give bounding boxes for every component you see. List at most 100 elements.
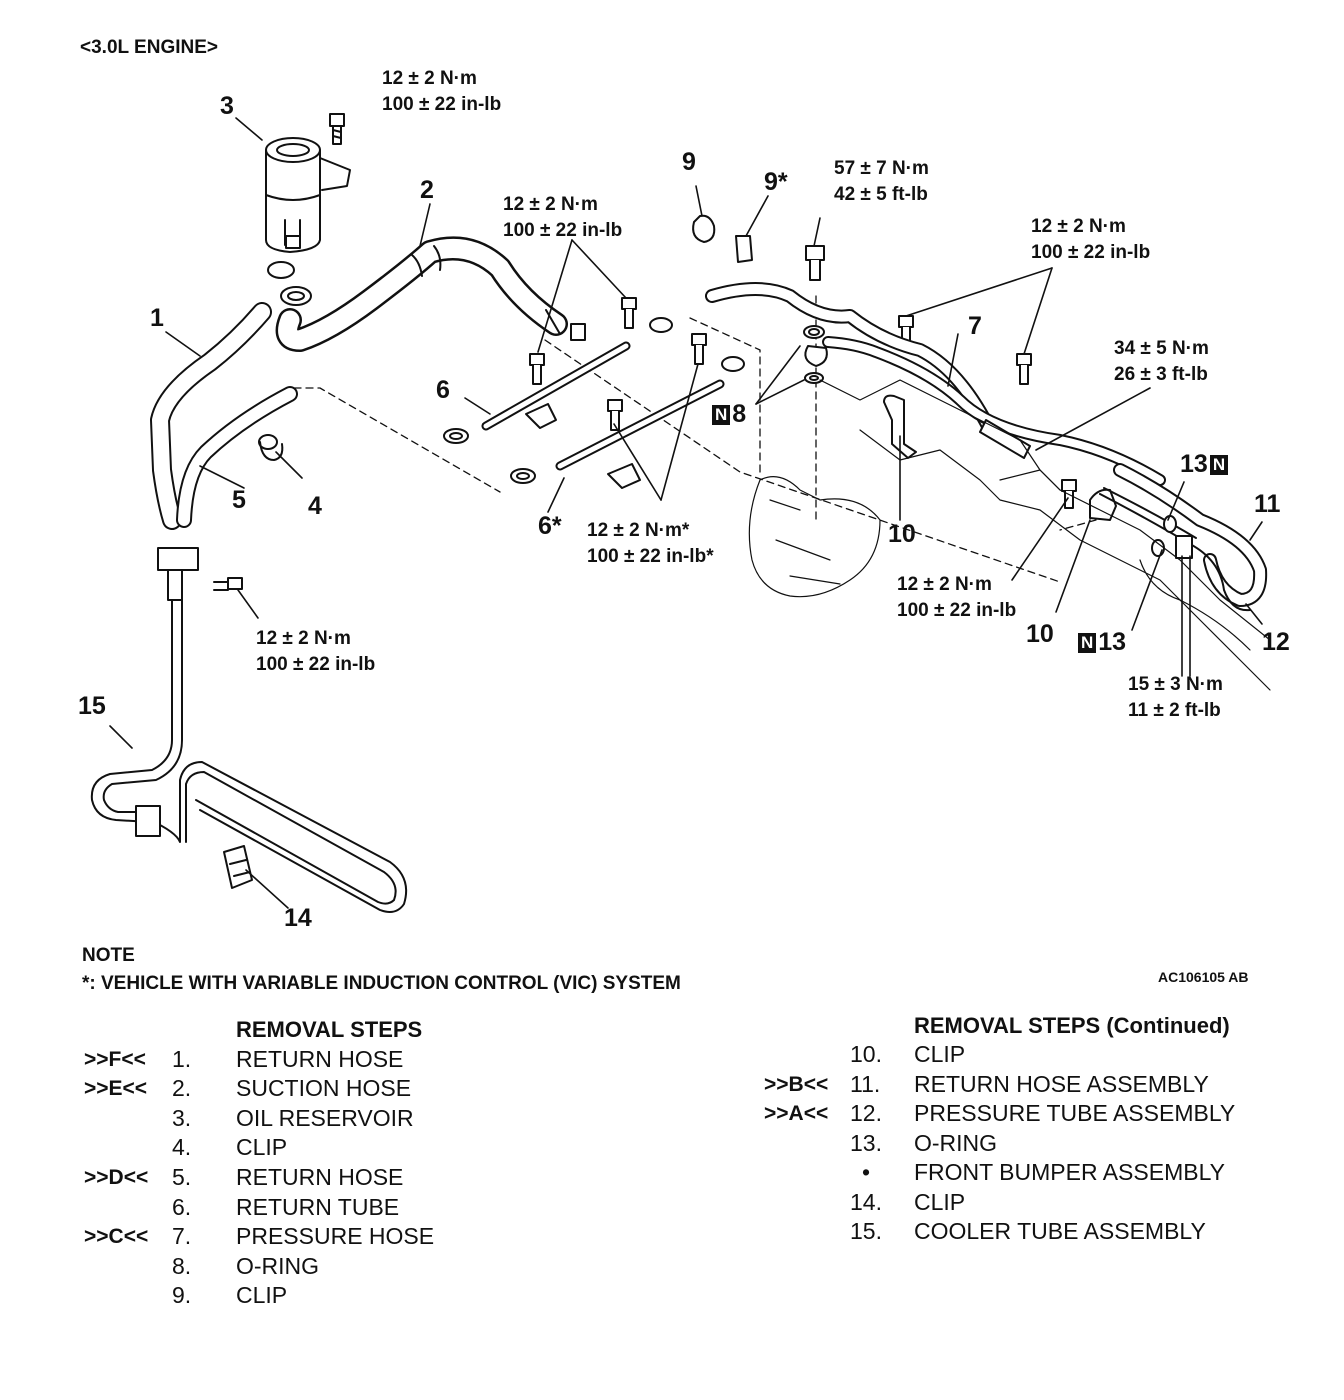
note-title: NOTE [82, 945, 135, 966]
figure-code: AC106105 AB [1158, 969, 1249, 985]
torque-value-line: 12 ± 2 N·m [1031, 216, 1126, 237]
callout-13-number: 13 [1180, 450, 1208, 478]
step-number: 2. [172, 1075, 192, 1101]
procedure-mark: >>F<< [84, 1048, 146, 1071]
step-number: 4. [172, 1134, 192, 1160]
callout-15: 15 [78, 692, 106, 720]
step-name: OIL RESERVOIR [236, 1105, 414, 1131]
step-name: COOLER TUBE ASSEMBLY [914, 1218, 1206, 1244]
torque-value-line: 100 ± 22 in-lb [503, 220, 623, 241]
callout-11: 11 [1254, 490, 1281, 518]
torque-value-line: 100 ± 22 in-lb [1031, 242, 1151, 263]
torque-clip-bolts: 12 ± 2 N·m 100 ± 22 in-lb [503, 192, 622, 244]
step-name: O-RING [236, 1253, 320, 1279]
callout-12: 12 [1262, 628, 1290, 656]
step-number: 15. [850, 1218, 882, 1244]
step-name: FRONT BUMPER ASSEMBLY [914, 1159, 1225, 1185]
step-name: RETURN TUBE [236, 1194, 400, 1220]
reservoir-bolt-shape [329, 113, 345, 145]
clip-4-shape [258, 434, 284, 461]
torque-value-line: 100 ± 22 in-lb [897, 600, 1017, 621]
callout-10-lower: 10 [1026, 620, 1054, 648]
step-number: 5. [172, 1164, 192, 1190]
torque-banjo: 57 ± 7 N·m 42 ± 5 ft-lb [834, 156, 929, 208]
callout-6-star: 6* [538, 512, 562, 540]
pressure-tube-12-shape [1099, 493, 1251, 612]
step-bullet: • [862, 1159, 871, 1185]
torque-flare: 34 ± 5 N·m 26 ± 3 ft-lb [1114, 336, 1209, 388]
note-text: *: VEHICLE WITH VARIABLE INDUCTION CONTR… [82, 973, 681, 994]
step-name: CLIP [236, 1282, 288, 1308]
step-name: PRESSURE TUBE ASSEMBLY [914, 1100, 1236, 1126]
callout-9: 9 [682, 148, 696, 176]
leader-lines [109, 117, 1263, 909]
step-name: RETURN HOSE [236, 1164, 404, 1190]
engine-label: <3.0L ENGINE> [80, 37, 218, 58]
torque-value-line: 12 ± 2 N·m [256, 628, 351, 649]
step-name: SUCTION HOSE [236, 1075, 412, 1101]
torque-value-line: 100 ± 22 in-lb [382, 94, 502, 115]
callout-13-number: 13 [1098, 628, 1127, 656]
torque-cooler: 12 ± 2 N·m 100 ± 22 in-lb [256, 626, 375, 678]
torque-value-line: 57 ± 7 N·m [834, 158, 929, 179]
new-part-tag: N [1209, 455, 1229, 475]
procedure-mark: >>B<< [764, 1073, 829, 1096]
torque-value-line: 12 ± 2 N·m [382, 68, 477, 89]
callout-4: 4 [308, 492, 322, 520]
pressure-hose-7-shape [705, 282, 997, 437]
callout-7: 7 [968, 312, 982, 340]
procedure-mark: >>C<< [84, 1225, 149, 1248]
torque-value-line: 12 ± 2 N·m [503, 194, 598, 215]
torque-pressure-bolts: 12 ± 2 N·m 100 ± 22 in-lb [1031, 214, 1150, 266]
clip-14-shape [223, 845, 253, 889]
engine-outline-shape [748, 379, 1271, 691]
removal-steps-heading: REMOVAL STEPS [236, 1017, 423, 1042]
callout-9-star: 9* [764, 168, 788, 196]
step-name: RETURN HOSE ASSEMBLY [914, 1071, 1209, 1097]
callout-10-upper: 10 [888, 520, 916, 548]
callout-1: 1 [150, 304, 164, 332]
step-number: 7. [172, 1223, 192, 1249]
step-number: 8. [172, 1253, 192, 1279]
step-number: 10. [850, 1041, 882, 1067]
procedure-mark: >>A<< [764, 1102, 829, 1125]
clip-9s-shape [735, 235, 753, 263]
step-number: 14. [850, 1189, 882, 1215]
torque-value-line: 15 ± 3 N·m [1128, 674, 1223, 695]
step-number: 6. [172, 1194, 192, 1220]
step-name: O-RING [914, 1130, 998, 1156]
callout-3: 3 [220, 92, 234, 120]
torque-reservoir: 12 ± 2 N·m 100 ± 22 in-lb [382, 66, 501, 118]
step-number: 1. [172, 1046, 192, 1072]
new-part-tag: N [1078, 633, 1097, 653]
torque-value-line: 34 ± 5 N·m [1114, 338, 1209, 359]
cooler-tube-15-shape [90, 547, 408, 913]
new-part-tag: N [712, 405, 731, 425]
step-number: 12. [850, 1100, 882, 1126]
callout-14: 14 [284, 904, 312, 932]
step-name: CLIP [914, 1189, 966, 1215]
torque-value-line: 12 ± 2 N·m [897, 574, 992, 595]
oil-reservoir-shape [265, 137, 351, 253]
torque-value-line: 12 ± 2 N·m* [587, 520, 690, 541]
procedure-mark: >>D<< [84, 1166, 149, 1189]
step-name: CLIP [236, 1134, 288, 1160]
torque-value-line: 11 ± 2 ft-lb [1128, 700, 1221, 721]
callout-8-number: 8 [732, 400, 747, 428]
callout-5: 5 [232, 486, 246, 514]
removal-steps-continued-heading: REMOVAL STEPS (Continued) [914, 1013, 1230, 1038]
clip-10-shape [883, 394, 917, 459]
clip-9-shape [692, 214, 716, 243]
torque-value-line: 100 ± 22 in-lb* [587, 546, 714, 567]
step-name: RETURN HOSE [236, 1046, 404, 1072]
torque-bracket: 12 ± 2 N·m 100 ± 22 in-lb [897, 572, 1016, 624]
callout-6: 6 [436, 376, 450, 404]
step-number: 11. [850, 1071, 881, 1097]
step-number: 3. [172, 1105, 192, 1131]
step-number: 9. [172, 1282, 192, 1308]
torque-value-line: 100 ± 22 in-lb [256, 654, 376, 675]
torque-value-line: 42 ± 5 ft-lb [834, 184, 928, 205]
